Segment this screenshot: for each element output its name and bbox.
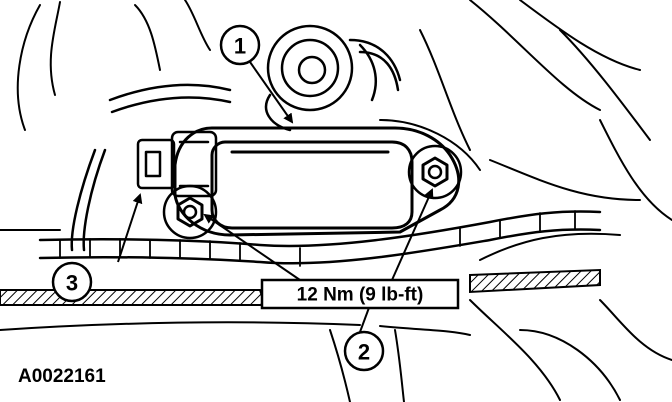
svg-text:1: 1 — [234, 34, 246, 59]
mounting-bolt-right — [407, 144, 463, 200]
callout-3: 3 — [51, 261, 93, 303]
leader-lines — [117, 61, 434, 333]
lower-harness — [38, 210, 602, 267]
svg-text:3: 3 — [66, 271, 78, 296]
mounting-bolt-left — [162, 184, 218, 240]
wiring-harness — [70, 38, 402, 252]
figure-id: A0022161 — [18, 366, 106, 387]
electrical-connector — [136, 130, 218, 198]
callout-2: 2 — [343, 330, 385, 372]
svg-text:2: 2 — [358, 340, 370, 365]
svg-text:12 Nm (9 lb-ft): 12 Nm (9 lb-ft) — [297, 285, 424, 306]
torque-spec-label: 12 Nm (9 lb-ft) — [260, 278, 460, 310]
sensor-module — [173, 126, 461, 237]
callout-1: 1 — [219, 24, 261, 66]
